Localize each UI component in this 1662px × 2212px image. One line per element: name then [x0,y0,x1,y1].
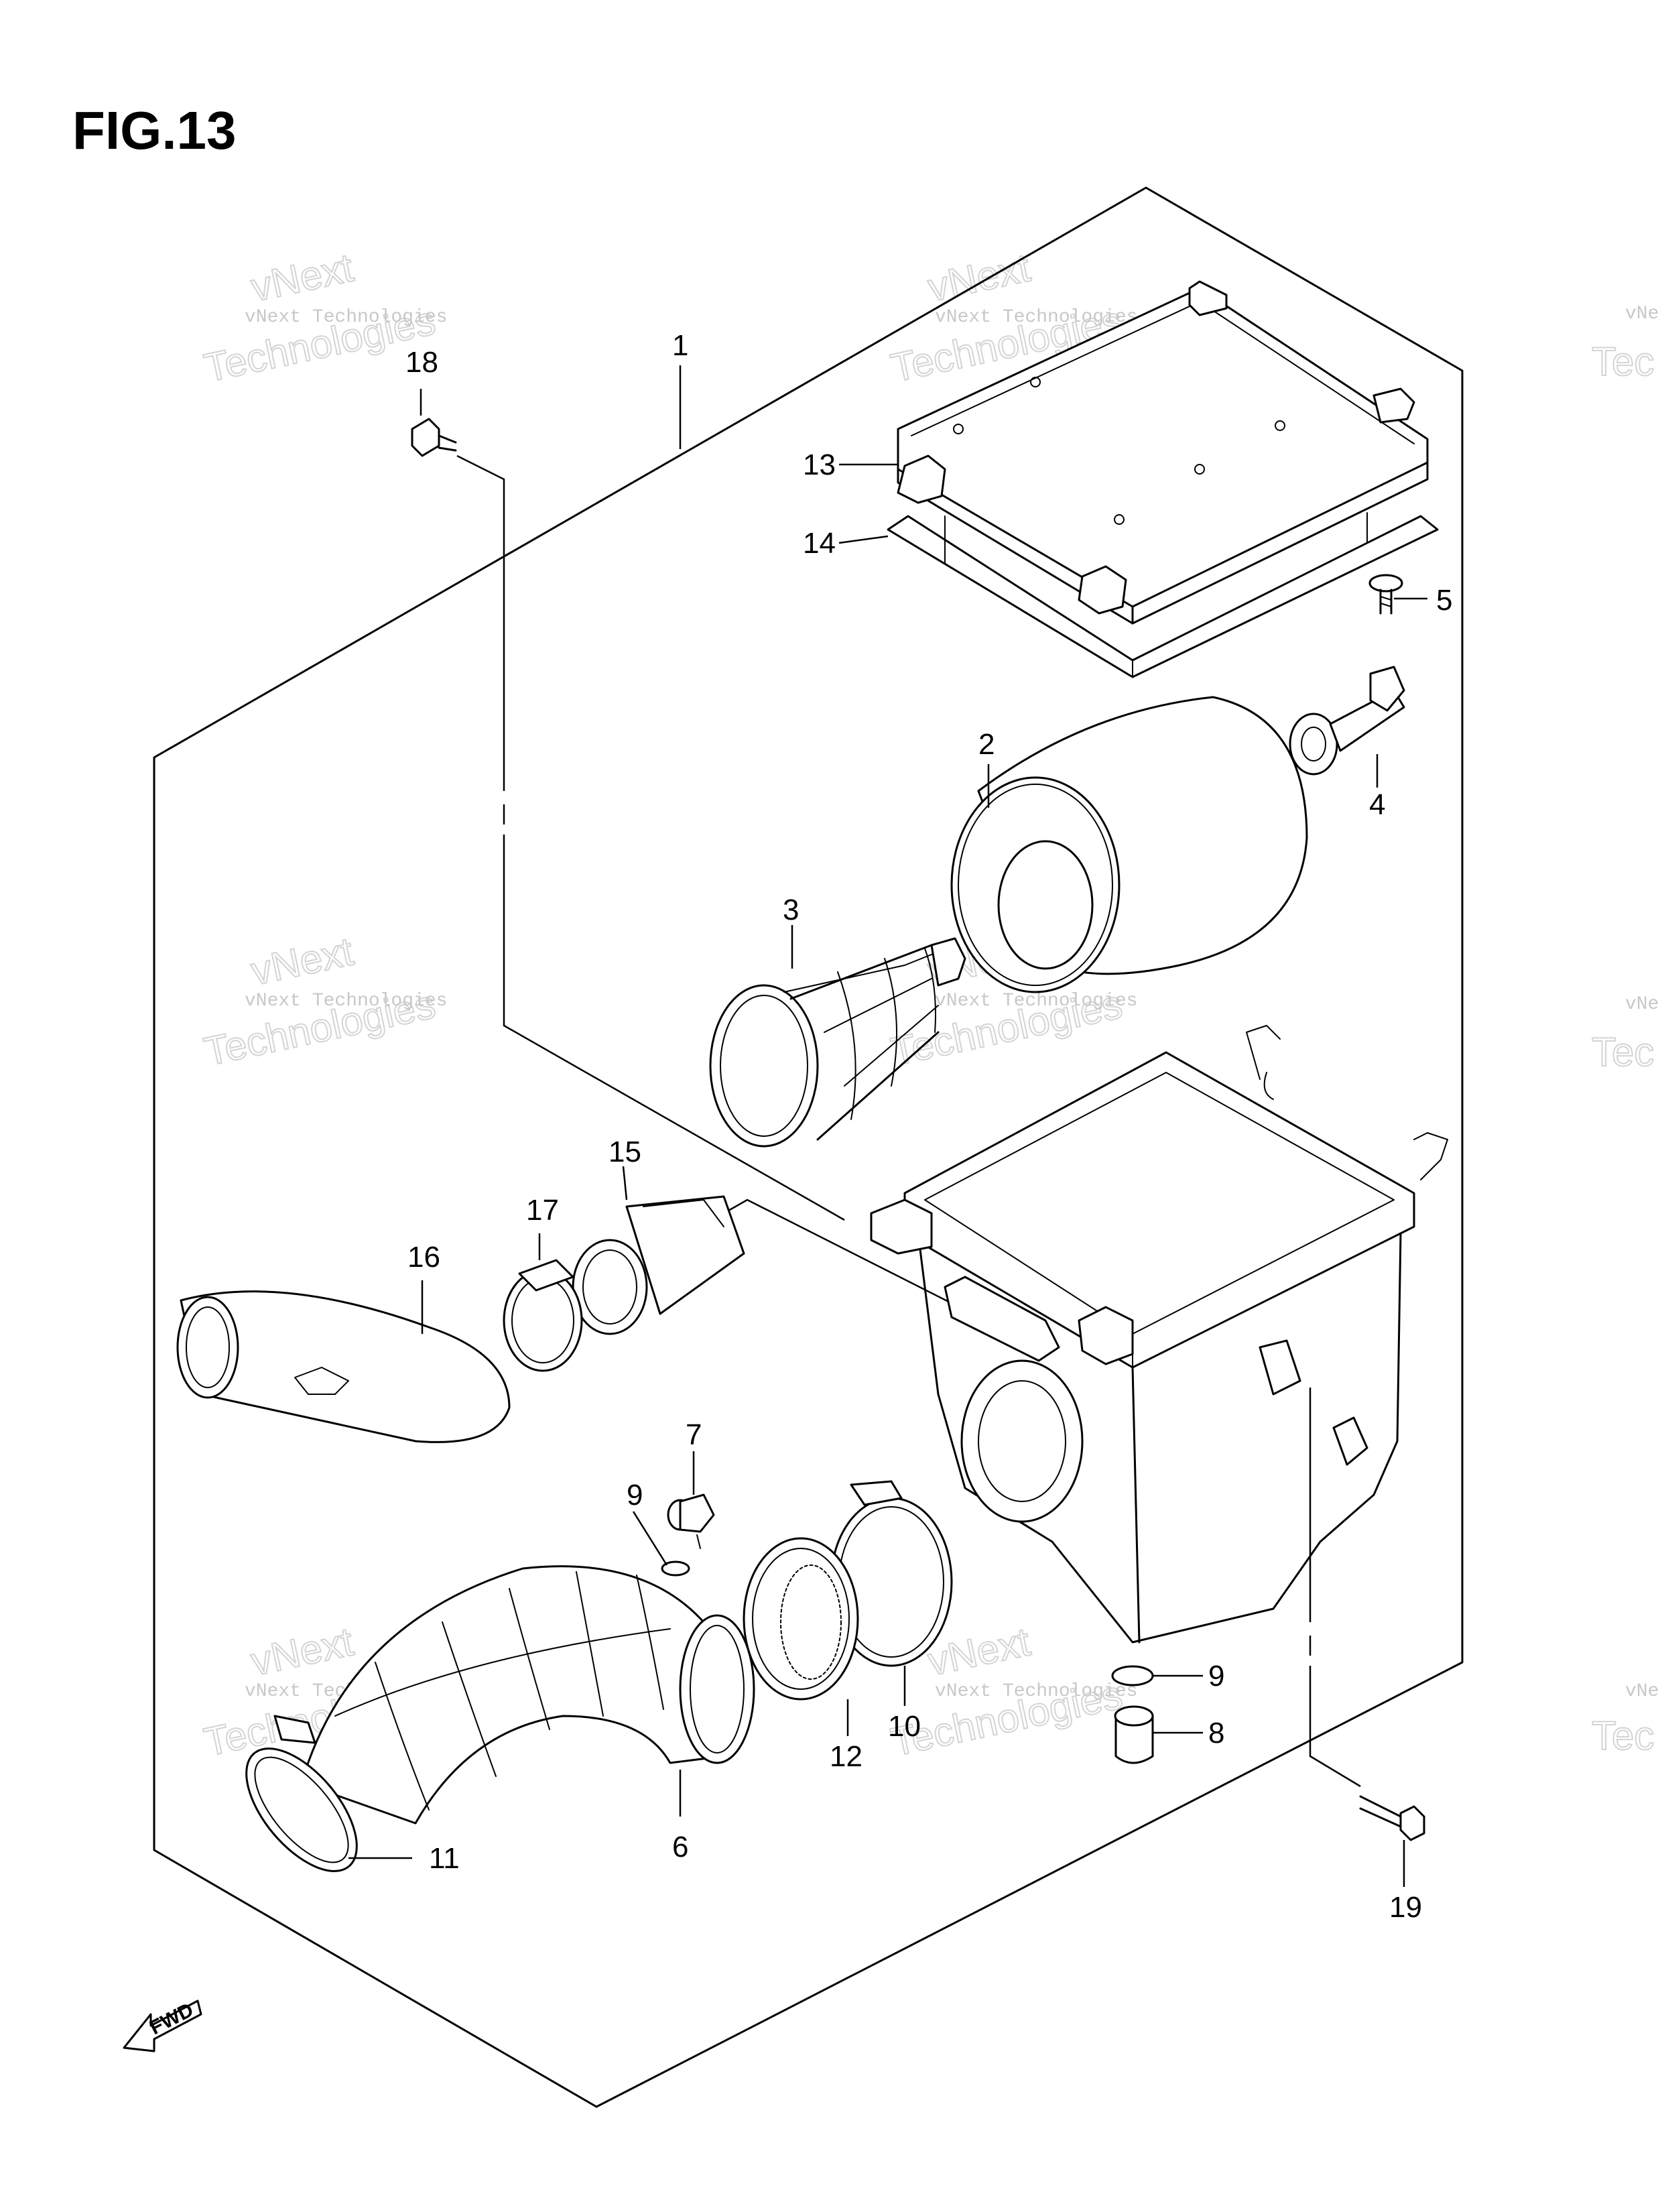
callout-3: 3 [783,894,799,926]
part-5-screw[interactable] [1368,574,1403,615]
part-6-intake-hose[interactable] [300,1565,755,1825]
watermark-text: vNext Technologies [245,307,447,328]
part-11-clamp[interactable] [226,1715,377,1890]
callout-2: 2 [978,728,995,761]
part-9-clip-lower[interactable] [1111,1665,1154,1686]
part-1-air-cleaner-case[interactable] [870,1025,1448,1644]
assembly-guide-lines [456,454,1361,1788]
figure-title: FIG.13 [72,101,237,160]
callout-9-upper: 9 [627,1479,643,1512]
watermark-logo: vNext [247,1619,357,1684]
part-18-bolt[interactable] [411,418,457,457]
watermark-text: vNext Technologies [245,991,447,1011]
watermark-logo: vNext [247,928,357,993]
part-15-joint[interactable] [572,1195,745,1335]
part-19-bolt[interactable] [1359,1795,1425,1841]
part-3-filter-cage[interactable] [709,937,966,1148]
callout-9-lower: 9 [1208,1660,1224,1693]
watermark-logo: Tec [1592,1030,1654,1074]
callout-12: 12 [830,1740,862,1773]
callout-5: 5 [1436,584,1452,617]
callout-19: 19 [1389,1891,1422,1924]
part-2-filter-element[interactable] [950,696,1308,993]
watermark-logo: Tec [1592,1713,1654,1758]
callout-labels: 1 2 3 4 5 6 7 8 9 9 10 11 12 13 14 15 16… [405,329,1452,1924]
callout-7: 7 [686,1418,702,1451]
callout-8: 8 [1208,1717,1224,1749]
leader-lines [348,365,1427,1887]
fwd-label: FWD [146,1999,197,2039]
callout-16: 16 [407,1241,440,1274]
watermark-logo: Tec [1592,339,1654,384]
watermark-logo: vNext [247,245,357,310]
part-16-intake-pipe[interactable] [176,1290,511,1443]
part-14-seal[interactable] [887,512,1439,678]
callout-15: 15 [609,1135,641,1168]
callout-6: 6 [672,1831,688,1863]
part-12-screen[interactable] [743,1537,859,1701]
callout-13: 13 [803,448,836,481]
watermark-logo: vNext [924,245,1034,310]
callout-10: 10 [888,1710,921,1743]
watermark-text: vNext Technologies [935,1681,1137,1702]
callout-1: 1 [672,329,688,362]
part-17-clamp[interactable] [503,1259,583,1372]
callout-18: 18 [405,346,438,379]
fwd-arrow: FWD [123,1999,202,2052]
callout-4: 4 [1369,788,1385,821]
callout-11: 11 [429,1842,460,1875]
part-8-plug[interactable] [1114,1705,1154,1764]
watermark-text: vNe [1625,1681,1659,1702]
watermark-text: vNext Technologies [935,307,1137,328]
watermark-text: vNe [1625,994,1659,1015]
assembly-frame [153,186,1464,2108]
watermark-text: vNe [1625,304,1659,324]
part-13-air-cleaner-cap[interactable] [897,280,1429,625]
part-4-holder[interactable] [1289,666,1405,776]
part-7-sensor[interactable] [667,1493,715,1549]
part-9-clip-upper[interactable] [661,1560,690,1577]
callout-14: 14 [803,527,836,560]
watermark-text: vNext Technologies [935,991,1137,1011]
callout-17: 17 [526,1194,559,1227]
